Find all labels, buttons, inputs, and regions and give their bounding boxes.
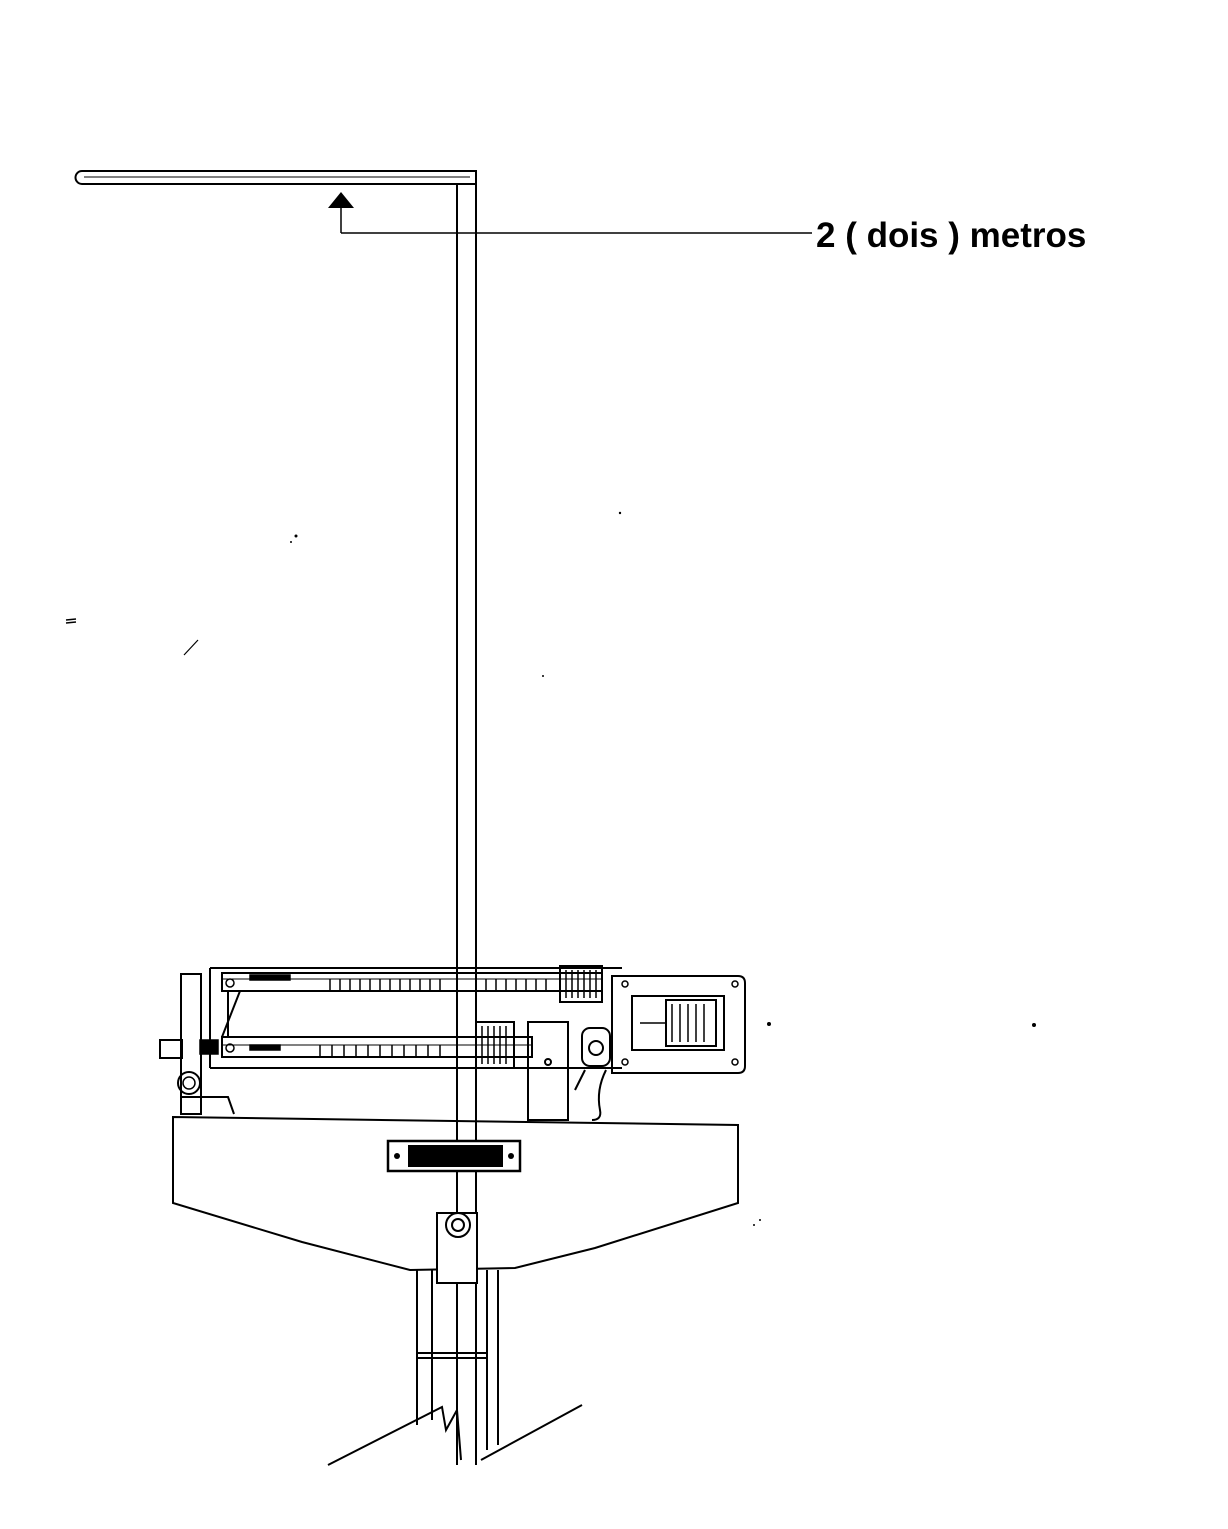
- callout-leader: [328, 192, 812, 234]
- height-callout-label: 2 ( dois ) metros: [816, 216, 1087, 255]
- beam-ticks: [199, 974, 547, 1057]
- arrow-up-icon: [328, 192, 354, 208]
- height-rod-headpiece: [74, 170, 477, 185]
- rod-clamp: [436, 1212, 478, 1284]
- scale-platform: [327, 1404, 583, 1466]
- scale-head-housing: [172, 1115, 739, 1272]
- scan-speckles: [65, 511, 1036, 1226]
- scale-column: [416, 1270, 499, 1450]
- brand-plate: [386, 1139, 522, 1173]
- beam-assembly: [159, 965, 746, 1121]
